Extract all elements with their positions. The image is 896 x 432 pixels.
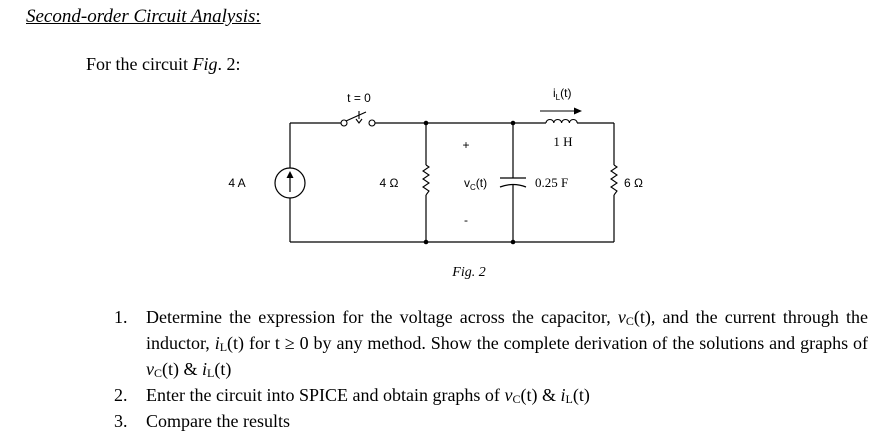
task-item: 3.Compare the results bbox=[114, 411, 290, 431]
capacitor-plus-sign: + bbox=[462, 138, 469, 152]
intro-text: For the circuit Fig. 2: bbox=[86, 54, 241, 74]
task-item: 1.Determine the expression for the volta… bbox=[114, 307, 868, 380]
current-source-symbol bbox=[274, 167, 306, 199]
section-title: Second-order Circuit Analysis: bbox=[26, 6, 261, 27]
switch-symbol bbox=[340, 111, 376, 127]
junction-dot bbox=[423, 120, 429, 126]
junction-dot bbox=[510, 120, 516, 126]
capacitor-minus-sign: - bbox=[464, 213, 468, 227]
task-item: 2.Enter the circuit into SPICE and obtai… bbox=[114, 385, 590, 406]
task-list: 1.Determine the expression for the volta… bbox=[108, 306, 868, 432]
resistor-6-ohm-label: 6 Ω bbox=[624, 176, 643, 190]
capacitor-label: 0.25 F bbox=[535, 175, 568, 190]
resistor-4-ohm-symbol bbox=[422, 164, 430, 196]
capacitor-voltage-label: vC(t) bbox=[464, 176, 487, 192]
inductor-label: 1 H bbox=[553, 134, 572, 149]
resistor-6-ohm-symbol bbox=[610, 164, 618, 196]
circuit-diagram: t = 0 4 A 4 Ω + vC(t) - 0.25 F iL(t) 1 H… bbox=[228, 86, 643, 280]
current-source-label: 4 A bbox=[228, 176, 245, 190]
figure-caption: Fig. 2 bbox=[451, 265, 485, 280]
junction-dot bbox=[510, 239, 516, 245]
resistor-4-ohm-label: 4 Ω bbox=[380, 176, 399, 190]
switch-label: t = 0 bbox=[347, 91, 371, 105]
junction-dot bbox=[423, 239, 429, 245]
capacitor-symbol bbox=[499, 177, 527, 188]
inductor-current-arrow bbox=[540, 107, 582, 115]
inductor-current-label: iL(t) bbox=[553, 86, 571, 102]
inductor-symbol bbox=[545, 118, 578, 124]
